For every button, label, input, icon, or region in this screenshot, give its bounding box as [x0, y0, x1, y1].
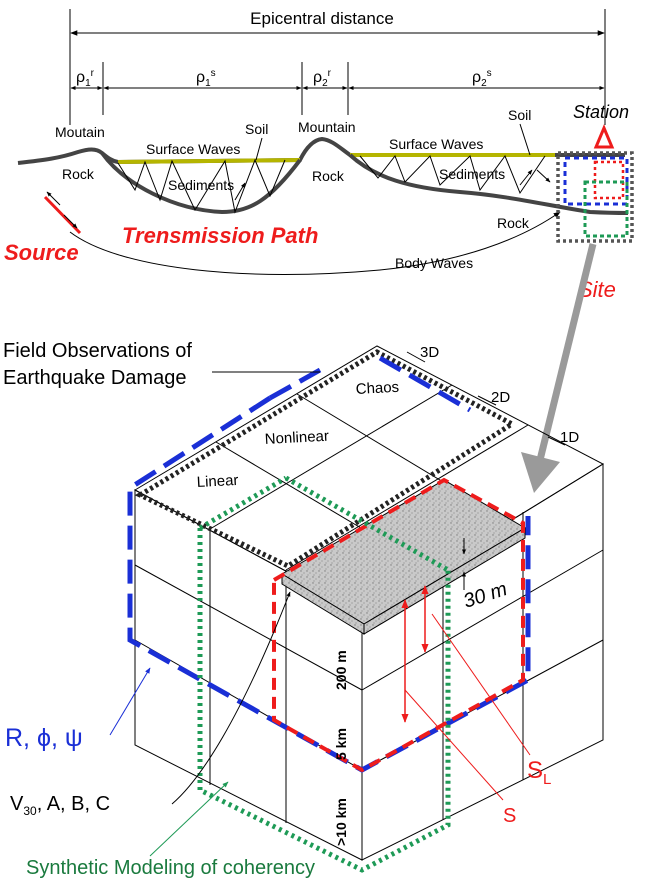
site-box-blue	[563, 156, 629, 206]
body-waves-label: Body Waves	[395, 255, 473, 271]
ray-paths-1	[117, 158, 286, 214]
mountain-label: Mountain	[298, 119, 356, 135]
r-phi-psi-arrow	[109, 667, 151, 736]
r-phi-psi-label: R, ϕ, ψ	[5, 724, 83, 752]
surface-waves-label-2: Surface Waves	[389, 136, 483, 152]
rock-label-1: Rock	[62, 166, 95, 182]
site-box-green	[583, 180, 629, 238]
soil-label-2: Soil	[508, 107, 531, 123]
depth-200m-label: 200 m	[333, 650, 349, 690]
synthetic-modeling-label: Synthetic Modeling of coherency	[26, 857, 315, 879]
v30-label: V30, A, B, C	[10, 793, 110, 818]
rock-label-3: Rock	[497, 215, 530, 231]
rho2s-label: ρ2s	[472, 68, 492, 89]
ray-paths-2	[359, 154, 546, 195]
source-fault-line	[43, 195, 82, 235]
chaos-label: Chaos	[355, 379, 399, 398]
depth-10km-label: >10 km	[333, 798, 349, 846]
site-box-red	[593, 160, 625, 200]
rho2r-label: ρ2r	[313, 68, 332, 89]
dim-1d-label: 1D	[560, 429, 579, 446]
blue-dashed-outline	[127, 395, 531, 773]
epicentral-distance-label: Epicentral distance	[250, 9, 394, 28]
transmission-path-label: Trensmission Path	[122, 223, 318, 248]
rho1s-label: ρ1s	[196, 68, 216, 89]
soil-layer-1	[117, 158, 301, 164]
site-to-cube-arrowhead	[521, 452, 560, 493]
red-dashed-outline	[272, 477, 525, 773]
sediments-label-1: Sediments	[168, 177, 234, 193]
s-label: S	[503, 805, 516, 827]
rho1r-label: ρ1r	[76, 68, 95, 89]
v30-arrow	[171, 591, 291, 805]
dim-2d-label: 2D	[491, 389, 510, 406]
sediments-label-2: Sediments	[439, 166, 505, 182]
soil-label-1: Soil	[245, 121, 268, 137]
depth-30m-label: 30 m	[461, 578, 510, 613]
linear-label: Linear	[196, 472, 239, 491]
depth-5km-label: 5 km	[333, 728, 349, 760]
profile-section: Epicentral distance ρ1r ρ1s ρ2r ρ2s Mout…	[4, 9, 634, 493]
body-wave-ray	[69, 211, 561, 275]
station-label: Station	[573, 102, 629, 122]
green-dotted-outline	[197, 528, 451, 873]
cube-section: 200 m 5 km >10 km 30 m Chaos Nonlinear L…	[3, 340, 605, 879]
nonlinear-label: Nonlinear	[264, 428, 329, 448]
terrain-surface-line	[17, 136, 625, 165]
station-triangle-icon	[593, 124, 615, 149]
rock-label-2: Rock	[312, 168, 345, 184]
surface-waves-label-1: Surface Waves	[146, 141, 240, 157]
moutain-label: Moutain	[55, 124, 105, 140]
source-label: Source	[4, 240, 79, 265]
basin-2-bottom	[348, 153, 629, 215]
s-leader-line	[404, 689, 504, 801]
synthetic-arrow	[149, 781, 229, 857]
dim-3d-label: 3D	[420, 344, 439, 361]
site-to-cube-arrow-shaft	[536, 243, 597, 461]
sl-leader-line	[431, 613, 531, 756]
field-observations-label-2: Earthquake Damage	[3, 367, 186, 389]
field-observations-label-1: Field Observations of	[3, 340, 192, 362]
site-box-gray	[556, 151, 634, 243]
sl-label: SL	[527, 757, 551, 788]
